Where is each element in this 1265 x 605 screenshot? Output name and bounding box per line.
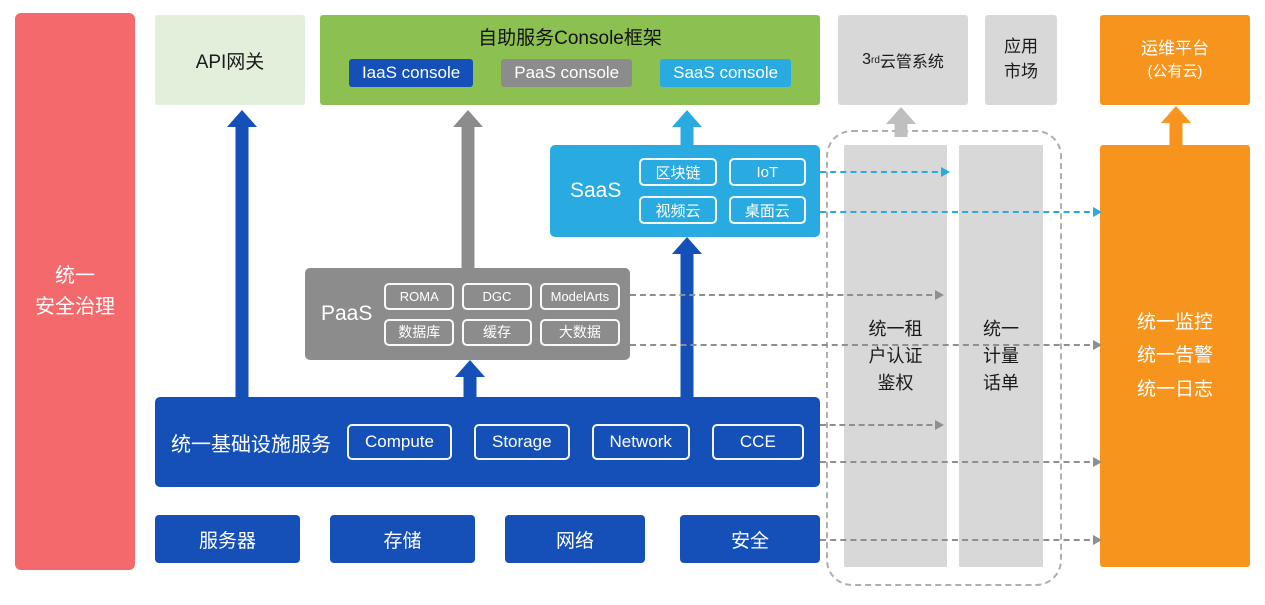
app-market-box: 应用 市场	[985, 15, 1057, 105]
tenant-auth-bar: 统一租 户认证 鉴权	[844, 145, 947, 567]
connector-infra-to-tenant-auth	[820, 420, 944, 430]
connector-saas-to-tenant-auth	[820, 167, 950, 177]
metering-line: 计量	[983, 345, 1019, 366]
saas-item-grid: 区块链 IoT 视频云 桌面云	[639, 158, 806, 224]
om-platform-line: (公有云)	[1147, 63, 1203, 81]
security-governance-line: 统一	[55, 264, 95, 287]
tenant-auth-line: 户认证	[868, 345, 923, 366]
infrastructure-item: Network	[591, 424, 690, 460]
security-governance-bar: 统一 安全治理	[15, 13, 135, 570]
console-chip-row: IaaS console PaaS console SaaS console	[348, 59, 792, 87]
console-frame-title: 自助服务Console框架	[478, 28, 662, 49]
saas-console-chip: SaaS console	[660, 59, 792, 87]
metering-line: 统一	[983, 318, 1019, 339]
infrastructure-item-row: Compute Storage Network CCE	[347, 424, 804, 460]
app-market-line: 市场	[1004, 62, 1038, 81]
arrow-saas-to-console	[672, 110, 702, 145]
arrow-infra-to-paas	[455, 360, 485, 397]
monitor-bar: 统一监控 统一告警 统一日志	[1100, 145, 1250, 567]
storage-box: 存储	[330, 515, 475, 563]
paas-label: PaaS	[321, 302, 373, 325]
metering-line: 话单	[983, 372, 1019, 393]
security-governance-line: 安全治理	[35, 295, 115, 318]
infrastructure-item: Compute	[347, 424, 452, 460]
saas-item: 区块链	[639, 158, 717, 186]
paas-item: ModelArts	[539, 282, 620, 310]
paas-box: PaaS ROMA DGC ModelArts 数据库 缓存 大数据	[305, 268, 630, 360]
arrow-paas-to-console	[453, 110, 483, 268]
third-party-prefix: 3	[862, 51, 871, 68]
paas-item: DGC	[462, 282, 532, 310]
app-market-line: 应用	[1004, 37, 1038, 57]
saas-item: IoT	[728, 158, 806, 186]
tenant-auth-line: 鉴权	[877, 372, 914, 393]
common-services-dashed-region	[826, 130, 1062, 586]
third-party-sup: rd	[870, 54, 880, 66]
arrow-infra-to-saas	[672, 237, 702, 397]
monitor-line: 统一日志	[1136, 378, 1213, 400]
saas-box: SaaS 区块链 IoT 视频云 桌面云	[550, 145, 820, 237]
connector-infra-to-monitor	[820, 457, 1102, 467]
paas-item: 缓存	[462, 318, 532, 346]
arrow-region-to-third-party	[886, 107, 916, 137]
api-gateway-box: API网关	[155, 15, 305, 105]
third-party-suffix: 云管系统	[879, 54, 944, 71]
console-frame-box: 自助服务Console框架 IaaS console PaaS console …	[320, 15, 820, 105]
saas-label: SaaS	[570, 179, 622, 202]
monitor-line: 统一监控	[1136, 312, 1213, 334]
connector-paas-to-monitor	[630, 340, 1102, 350]
paas-item: 大数据	[539, 318, 620, 346]
infrastructure-item: CCE	[711, 424, 804, 460]
saas-item: 视频云	[639, 196, 717, 224]
connector-paas-to-tenant-auth	[630, 290, 944, 300]
arrow-monitor-to-om-platform	[1161, 106, 1191, 145]
connector-security-to-monitor	[820, 535, 1102, 545]
iaas-console-chip: IaaS console	[348, 59, 474, 87]
security-box: 安全	[680, 515, 820, 563]
arrow-infra-to-api-gateway	[227, 110, 257, 397]
om-platform-box: 运维平台 (公有云)	[1100, 15, 1250, 105]
infrastructure-box: 统一基础设施服务 Compute Storage Network CCE	[155, 397, 820, 487]
connector-saas-to-monitor	[820, 207, 1102, 217]
saas-item: 桌面云	[728, 196, 806, 224]
server-box: 服务器	[155, 515, 300, 563]
paas-item: 数据库	[384, 318, 455, 346]
infrastructure-label: 统一基础设施服务	[171, 433, 331, 456]
network-box: 网络	[505, 515, 645, 563]
paas-console-chip: PaaS console	[501, 59, 633, 87]
paas-item: ROMA	[384, 282, 455, 310]
om-platform-line: 运维平台	[1141, 38, 1209, 58]
metering-bar: 统一 计量 话单	[959, 145, 1043, 567]
paas-item-grid: ROMA DGC ModelArts 数据库 缓存 大数据	[384, 282, 620, 346]
monitor-line: 统一告警	[1136, 345, 1213, 367]
infrastructure-item: Storage	[473, 424, 570, 460]
tenant-auth-line: 统一租	[868, 318, 923, 339]
